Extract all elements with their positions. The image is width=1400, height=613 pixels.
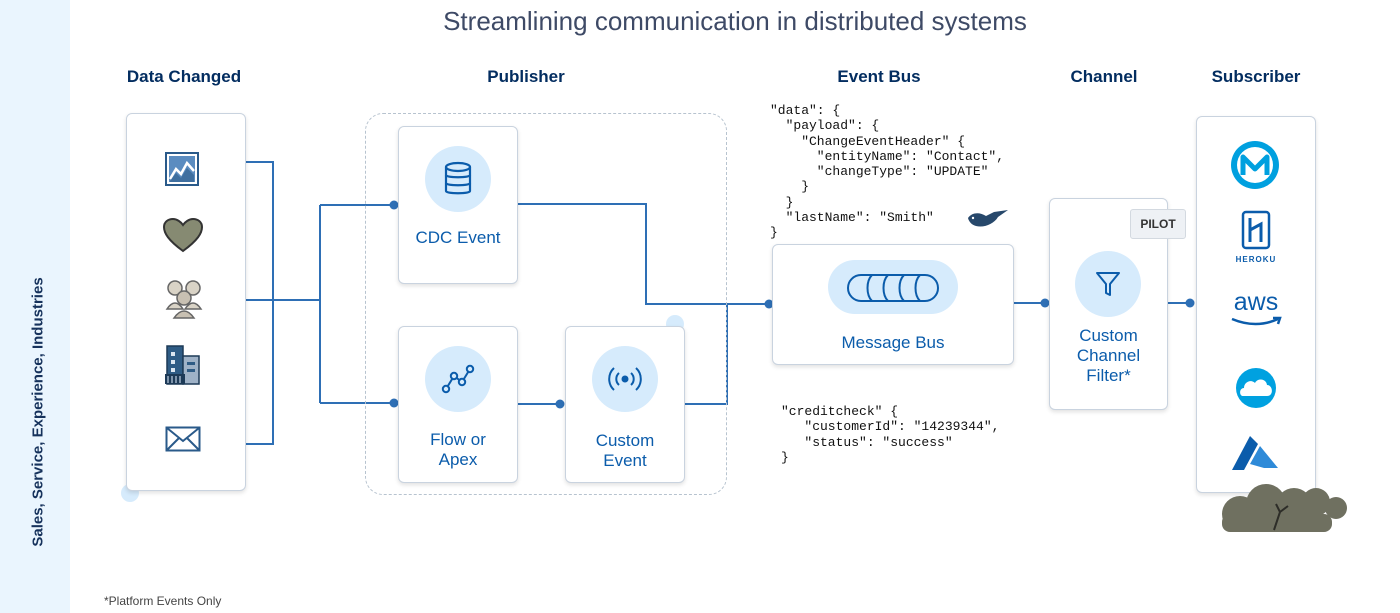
- connector-dot: [389, 200, 399, 210]
- mulesoft-icon: [1231, 141, 1279, 189]
- message-bus-icon-pill: [828, 260, 958, 314]
- flow-icon: [441, 364, 475, 394]
- code-creditcheck: "creditcheck" { "customerId": "14239344"…: [781, 404, 999, 465]
- heroku-icon: HEROKU: [1234, 210, 1278, 264]
- custom-event-label-line1: Custom: [595, 431, 655, 450]
- heroku-text: HEROKU: [1235, 255, 1277, 264]
- broadcast-icon-circle: [592, 346, 658, 412]
- code-line: "ChangeEventHeader" {: [770, 133, 966, 149]
- code-line: "data": {: [770, 103, 841, 118]
- bird-icon: [968, 210, 1008, 227]
- heart-icon: [162, 217, 204, 253]
- code-line: "entityName": "Contact",: [770, 148, 1005, 164]
- channel-label-line3: Filter*: [1086, 366, 1131, 385]
- custom-event-card: Custom Event: [565, 326, 685, 483]
- code-line: }: [770, 179, 810, 195]
- envelope-icon: [165, 426, 201, 452]
- pilot-badge: PILOT: [1130, 209, 1186, 239]
- sales-chart-icon: [165, 152, 199, 186]
- connector-dot: [555, 399, 565, 409]
- code-data-payload: "data": { "payload": { "ChangeEventHeade…: [770, 103, 1004, 241]
- filter-icon-circle: [1075, 251, 1141, 317]
- message-bus-card: Message Bus: [772, 244, 1014, 365]
- cloud-icon: [1236, 368, 1276, 408]
- code-line: }: [781, 449, 789, 465]
- cdc-event-label: CDC Event: [415, 228, 501, 247]
- code-line: "payload": {: [770, 118, 880, 134]
- connector-dot: [764, 299, 774, 309]
- connector-dot: [1040, 298, 1050, 308]
- sidebar: Sales, Service, Experience, Industries: [0, 0, 70, 613]
- broadcast-icon: [608, 367, 642, 391]
- diagram-title: Streamlining communication in distribute…: [443, 6, 1027, 36]
- flow-or-apex-label-line1: Flow or: [430, 430, 486, 449]
- footnote: *Platform Events Only: [104, 594, 222, 608]
- database-icon: [444, 161, 472, 195]
- code-line: "lastName": "Smith": [770, 210, 934, 226]
- heroku-logo-mark: [1241, 210, 1271, 250]
- database-icon-circle: [425, 146, 491, 212]
- connector-dot: [389, 398, 399, 408]
- code-line: "customerId": "14239344",: [781, 419, 1000, 435]
- publisher-group: [365, 113, 727, 495]
- channel-label-line1: Custom: [1079, 326, 1138, 345]
- flow-or-apex-label: Flow or Apex: [399, 430, 517, 470]
- code-line: }: [770, 225, 778, 241]
- custom-event-label: Custom Event: [566, 431, 684, 471]
- aws-text: aws: [1233, 288, 1279, 316]
- code-line: "changeType": "UPDATE": [770, 164, 989, 180]
- custom-event-label-line2: Event: [603, 451, 647, 470]
- code-line: "status": "success": [781, 434, 953, 450]
- flow-or-apex-card: Flow or Apex: [398, 326, 518, 483]
- code-line: }: [770, 194, 794, 210]
- column-header-subscriber: Subscriber: [1211, 67, 1301, 86]
- aws-smile-icon: [1231, 316, 1282, 326]
- people-icon: [165, 280, 203, 319]
- azure-icon: [1232, 436, 1278, 470]
- column-header-event-bus: Event Bus: [837, 67, 921, 86]
- data-changed-card: [126, 113, 246, 491]
- flow-icon-circle: [425, 346, 491, 412]
- connector-dot: [1185, 298, 1195, 308]
- channel-label: Custom Channel Filter*: [1050, 326, 1167, 386]
- flow-or-apex-label-line2: Apex: [438, 450, 478, 469]
- shrub-icon: [1222, 484, 1347, 532]
- column-header-publisher: Publisher: [487, 67, 565, 86]
- channel-label-line2: Channel: [1076, 346, 1141, 365]
- filter-icon: [1096, 272, 1120, 296]
- message-bus-label: Message Bus: [841, 333, 945, 352]
- message-bus-icon: [847, 274, 939, 302]
- column-header-channel: Channel: [1070, 67, 1138, 86]
- cdc-event-card: CDC Event: [398, 126, 518, 284]
- aws-icon: aws: [1223, 289, 1289, 333]
- building-icon: [165, 345, 200, 385]
- column-header-data-changed: Data Changed: [126, 67, 242, 86]
- code-line: "creditcheck" {: [781, 404, 899, 419]
- subscriber-card: HEROKU aws: [1196, 116, 1316, 493]
